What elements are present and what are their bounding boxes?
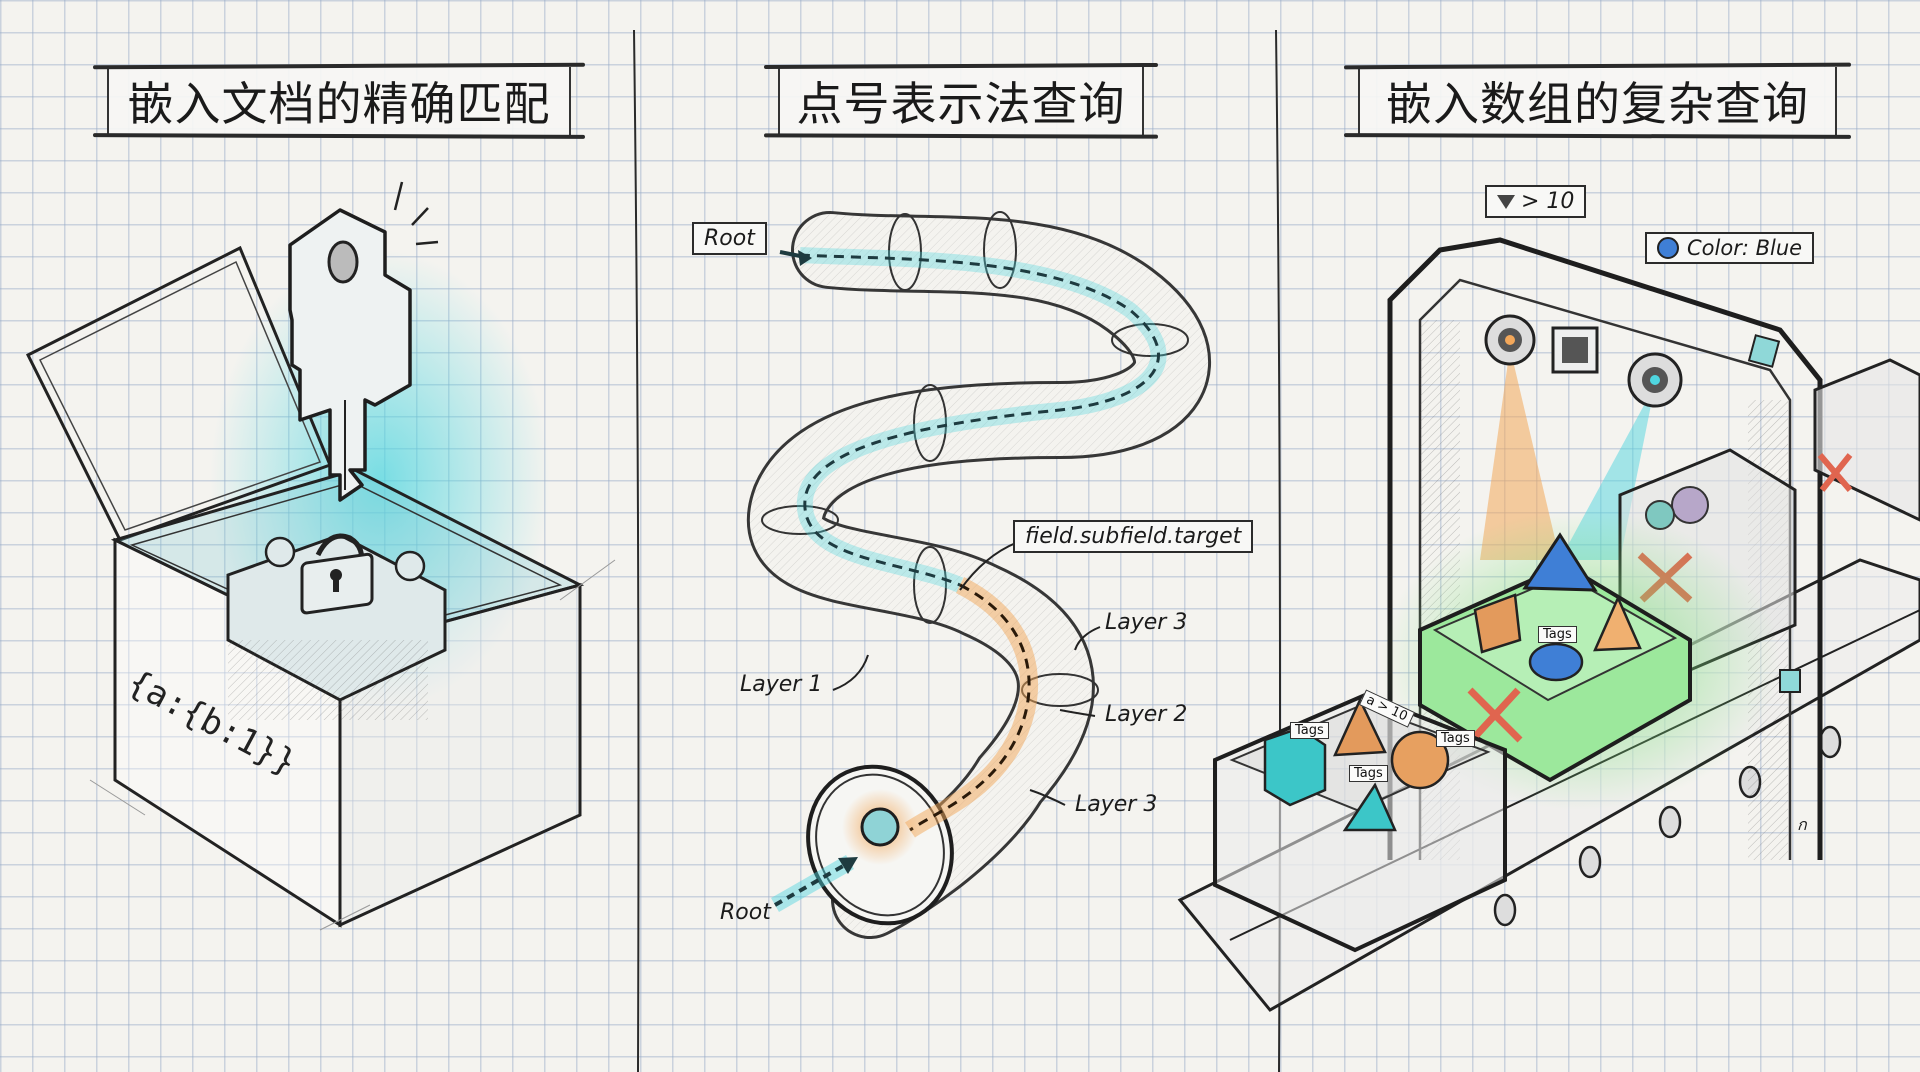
target-sphere	[860, 807, 900, 847]
root-entry-arrow-bottom	[774, 860, 851, 907]
layer-3-top-label: Layer 3	[1105, 610, 1188, 635]
orange-sphere	[1390, 730, 1450, 790]
filter-callout-text: > 10	[1521, 189, 1575, 214]
orange-cube	[1473, 593, 1522, 654]
orange-scan-beam	[1480, 348, 1560, 560]
orange-pyramid	[1593, 594, 1642, 652]
root-callout-top: Root	[692, 222, 767, 255]
panel-divider-left	[633, 29, 640, 1072]
sparkle-lines	[393, 181, 439, 246]
tag-label: Tags	[1436, 730, 1475, 747]
teal-pyramid	[1342, 782, 1397, 832]
color-callout-text: Color: Blue	[1687, 236, 1803, 260]
key-box-illustration	[25, 181, 616, 931]
blue-gem	[1528, 642, 1584, 682]
panel-title-embedded-document: 嵌入文档的精确匹配	[107, 67, 571, 135]
cyan-dashed-path	[799, 253, 1160, 587]
root-label-bottom: Root	[720, 900, 771, 925]
panel-title-embedded-array: 嵌入数组的复杂查询	[1358, 67, 1837, 135]
tag-label: Tags	[1349, 765, 1388, 782]
layer-2-label: Layer 2	[1105, 702, 1188, 727]
nested-tube-illustration	[747, 211, 1211, 939]
funnel-icon	[1497, 194, 1515, 209]
panel-title-dot-notation: 点号表示法查询	[778, 67, 1144, 135]
panel-title-text: 嵌入数组的复杂查询	[1386, 77, 1809, 131]
blue-pyramid	[1522, 532, 1598, 592]
conveyor-scanner-illustration: ก	[1177, 237, 1920, 1012]
puzzle-piece	[226, 533, 447, 720]
key-icon	[288, 208, 412, 502]
tag-label: Tags	[1290, 722, 1329, 739]
label-leaders	[832, 541, 1101, 806]
perspective-guides	[89, 559, 616, 931]
orange-dashed-path	[909, 583, 1031, 832]
filter-callout: > 10	[1485, 185, 1587, 218]
teal-cube	[1263, 726, 1327, 807]
padlock-icon	[300, 533, 374, 615]
panel-title-text: 点号表示法查询	[796, 77, 1126, 131]
orange-pyramid-front	[1333, 697, 1387, 757]
scanner-camera-cyan	[1627, 352, 1683, 408]
screen-panel	[1747, 334, 1781, 368]
scanner-camera-orange	[1484, 314, 1536, 366]
color-callout: Color: Blue	[1645, 232, 1815, 264]
rejected-box-back	[1813, 358, 1920, 522]
layer-1-label: Layer 1	[740, 672, 823, 697]
dot-path-callout: field.subfield.target	[1013, 520, 1254, 553]
tag-label: Tags	[1538, 626, 1577, 643]
panel-title-text: 嵌入文档的精确匹配	[127, 77, 551, 131]
blue-dot-icon	[1657, 237, 1679, 259]
layer-3-bottom-label: Layer 3	[1075, 792, 1158, 817]
artist-mark: ก	[1797, 815, 1808, 834]
